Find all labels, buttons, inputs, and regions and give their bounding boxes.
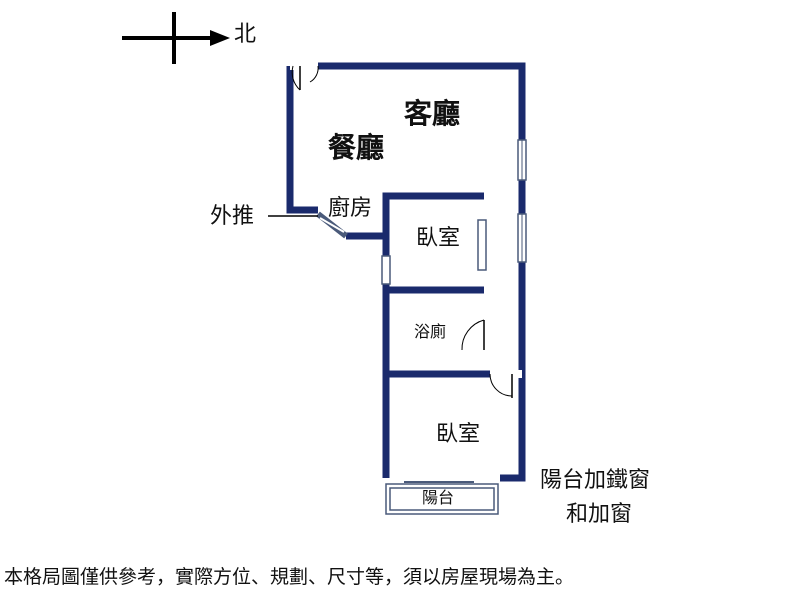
balcony-note-line-1: 陽台加鐵窗 — [540, 468, 651, 493]
push-out-label: 外推 — [210, 204, 255, 229]
kitchen-window-icon — [316, 211, 348, 239]
bathroom-door-icon — [461, 319, 485, 351]
room-label-living-room: 客廳 — [404, 97, 461, 130]
room-label-bedroom-2: 臥室 — [436, 422, 481, 447]
north-label: 北 — [234, 22, 257, 47]
room-label-kitchen: 廚房 — [328, 196, 373, 221]
room-label-bathroom: 浴廁 — [414, 322, 447, 341]
entry-door-icon — [290, 62, 319, 91]
bedroom-2-door-icon — [489, 370, 522, 398]
room-label-bedroom-1: 臥室 — [416, 226, 461, 251]
room-label-balcony: 陽台 — [422, 488, 455, 507]
exterior-walls — [286, 62, 526, 482]
balcony-note-line-2: 和加窗 — [566, 502, 633, 527]
disclaimer-text: 本格局圖僅供參考，實際方位、規劃、尺寸等，須以房屋現場為主。 — [4, 566, 575, 588]
north-arrow-icon — [122, 12, 230, 64]
balcony — [385, 481, 499, 515]
room-label-dining-room: 餐廳 — [328, 131, 385, 164]
east-window-icon — [517, 139, 527, 263]
bedroom-door-icon — [381, 219, 487, 285]
